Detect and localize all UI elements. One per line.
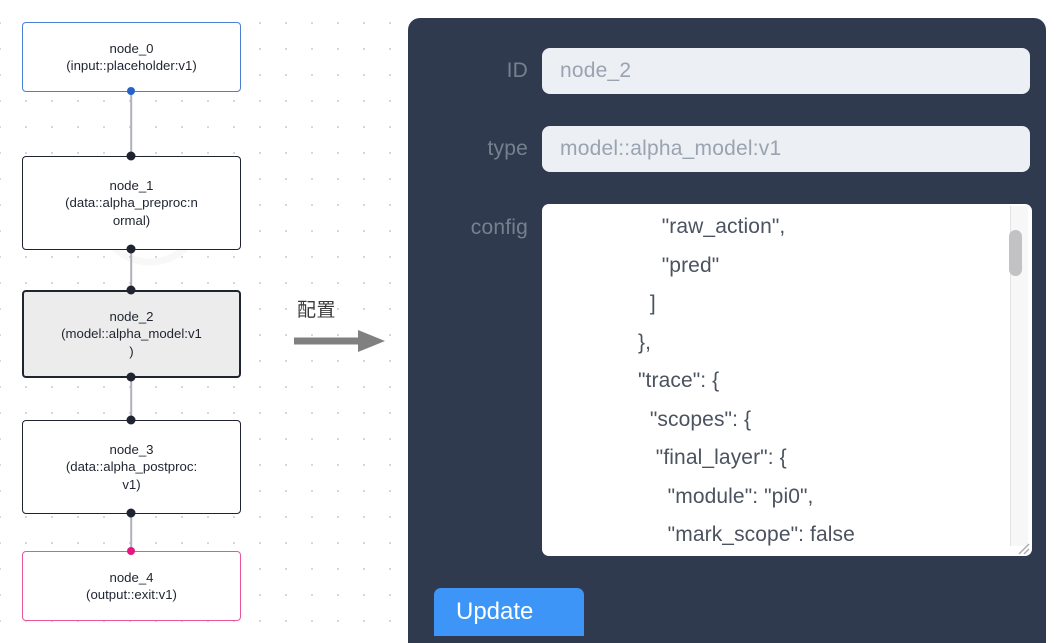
edge-node2-node3 xyxy=(130,376,132,420)
annotation-label: 配置 xyxy=(297,299,337,321)
config-scrollbar-track[interactable] xyxy=(1009,206,1028,546)
annotation-configure: 配置 xyxy=(294,298,394,359)
edge-node0-node1 xyxy=(130,90,132,158)
type-input[interactable]: model::alpha_model:v1 xyxy=(542,126,1030,172)
id-input[interactable]: node_2 xyxy=(542,48,1030,94)
graph-node-node_3-label: node_3 (data::alpha_postproc: v1) xyxy=(65,441,198,492)
field-row-type: type model::alpha_model:v1 xyxy=(408,126,1046,172)
node_2-target-handle[interactable] xyxy=(126,285,136,295)
edge-node1-node2 xyxy=(130,248,132,290)
node-config-panel: ID node_2 type model::alpha_model:v1 con… xyxy=(408,18,1046,643)
config-scrollbar-thumb[interactable] xyxy=(1009,230,1022,276)
node_4-target-handle[interactable] xyxy=(127,547,135,555)
graph-node-node_3[interactable]: node_3 (data::alpha_postproc: v1) xyxy=(22,420,241,514)
edge-node3-node4 xyxy=(130,512,132,550)
graph-node-node_0[interactable]: node_0 (input::placeholder:v1) xyxy=(22,22,241,92)
graph-node-node_2-label: node_2 (model::alpha_model:v1 ) xyxy=(61,308,202,359)
resize-handle-icon[interactable] xyxy=(1014,539,1030,555)
id-field-label: ID xyxy=(506,59,528,82)
config-textarea[interactable]: "raw_action", "pred" ] }, "trace": { "sc… xyxy=(542,204,1032,556)
node_3-source-handle[interactable] xyxy=(126,508,136,518)
field-row-id: ID node_2 xyxy=(408,48,1046,94)
update-button[interactable]: Update xyxy=(434,588,584,636)
graph-node-node_4-label: node_4 (output::exit:v1) xyxy=(86,569,177,603)
node_3-target-handle[interactable] xyxy=(126,415,136,425)
field-row-config: config "raw_action", "pred" ] }, "trace"… xyxy=(408,204,1046,556)
graph-canvas[interactable]: node_0 (input::placeholder:v1) node_1 (d… xyxy=(0,0,402,643)
config-field-label: config xyxy=(470,216,528,239)
graph-node-node_1-label: node_1 (data::alpha_preproc:n ormal) xyxy=(65,177,198,228)
graph-node-node_4[interactable]: node_4 (output::exit:v1) xyxy=(22,551,241,621)
graph-node-node_2[interactable]: node_2 (model::alpha_model:v1 ) xyxy=(22,290,241,378)
node_0-source-handle[interactable] xyxy=(127,87,135,95)
graph-node-node_1[interactable]: node_1 (data::alpha_preproc:n ormal) xyxy=(22,156,241,250)
config-textarea-content: "raw_action", "pred" ] }, "trace": { "sc… xyxy=(638,215,855,546)
node_1-target-handle[interactable] xyxy=(126,151,136,161)
node_1-source-handle[interactable] xyxy=(126,244,136,254)
node_2-source-handle[interactable] xyxy=(126,372,136,382)
arrow-right-icon xyxy=(294,328,394,359)
graph-node-node_0-label: node_0 (input::placeholder:v1) xyxy=(66,40,197,74)
type-field-label: type xyxy=(487,137,528,160)
